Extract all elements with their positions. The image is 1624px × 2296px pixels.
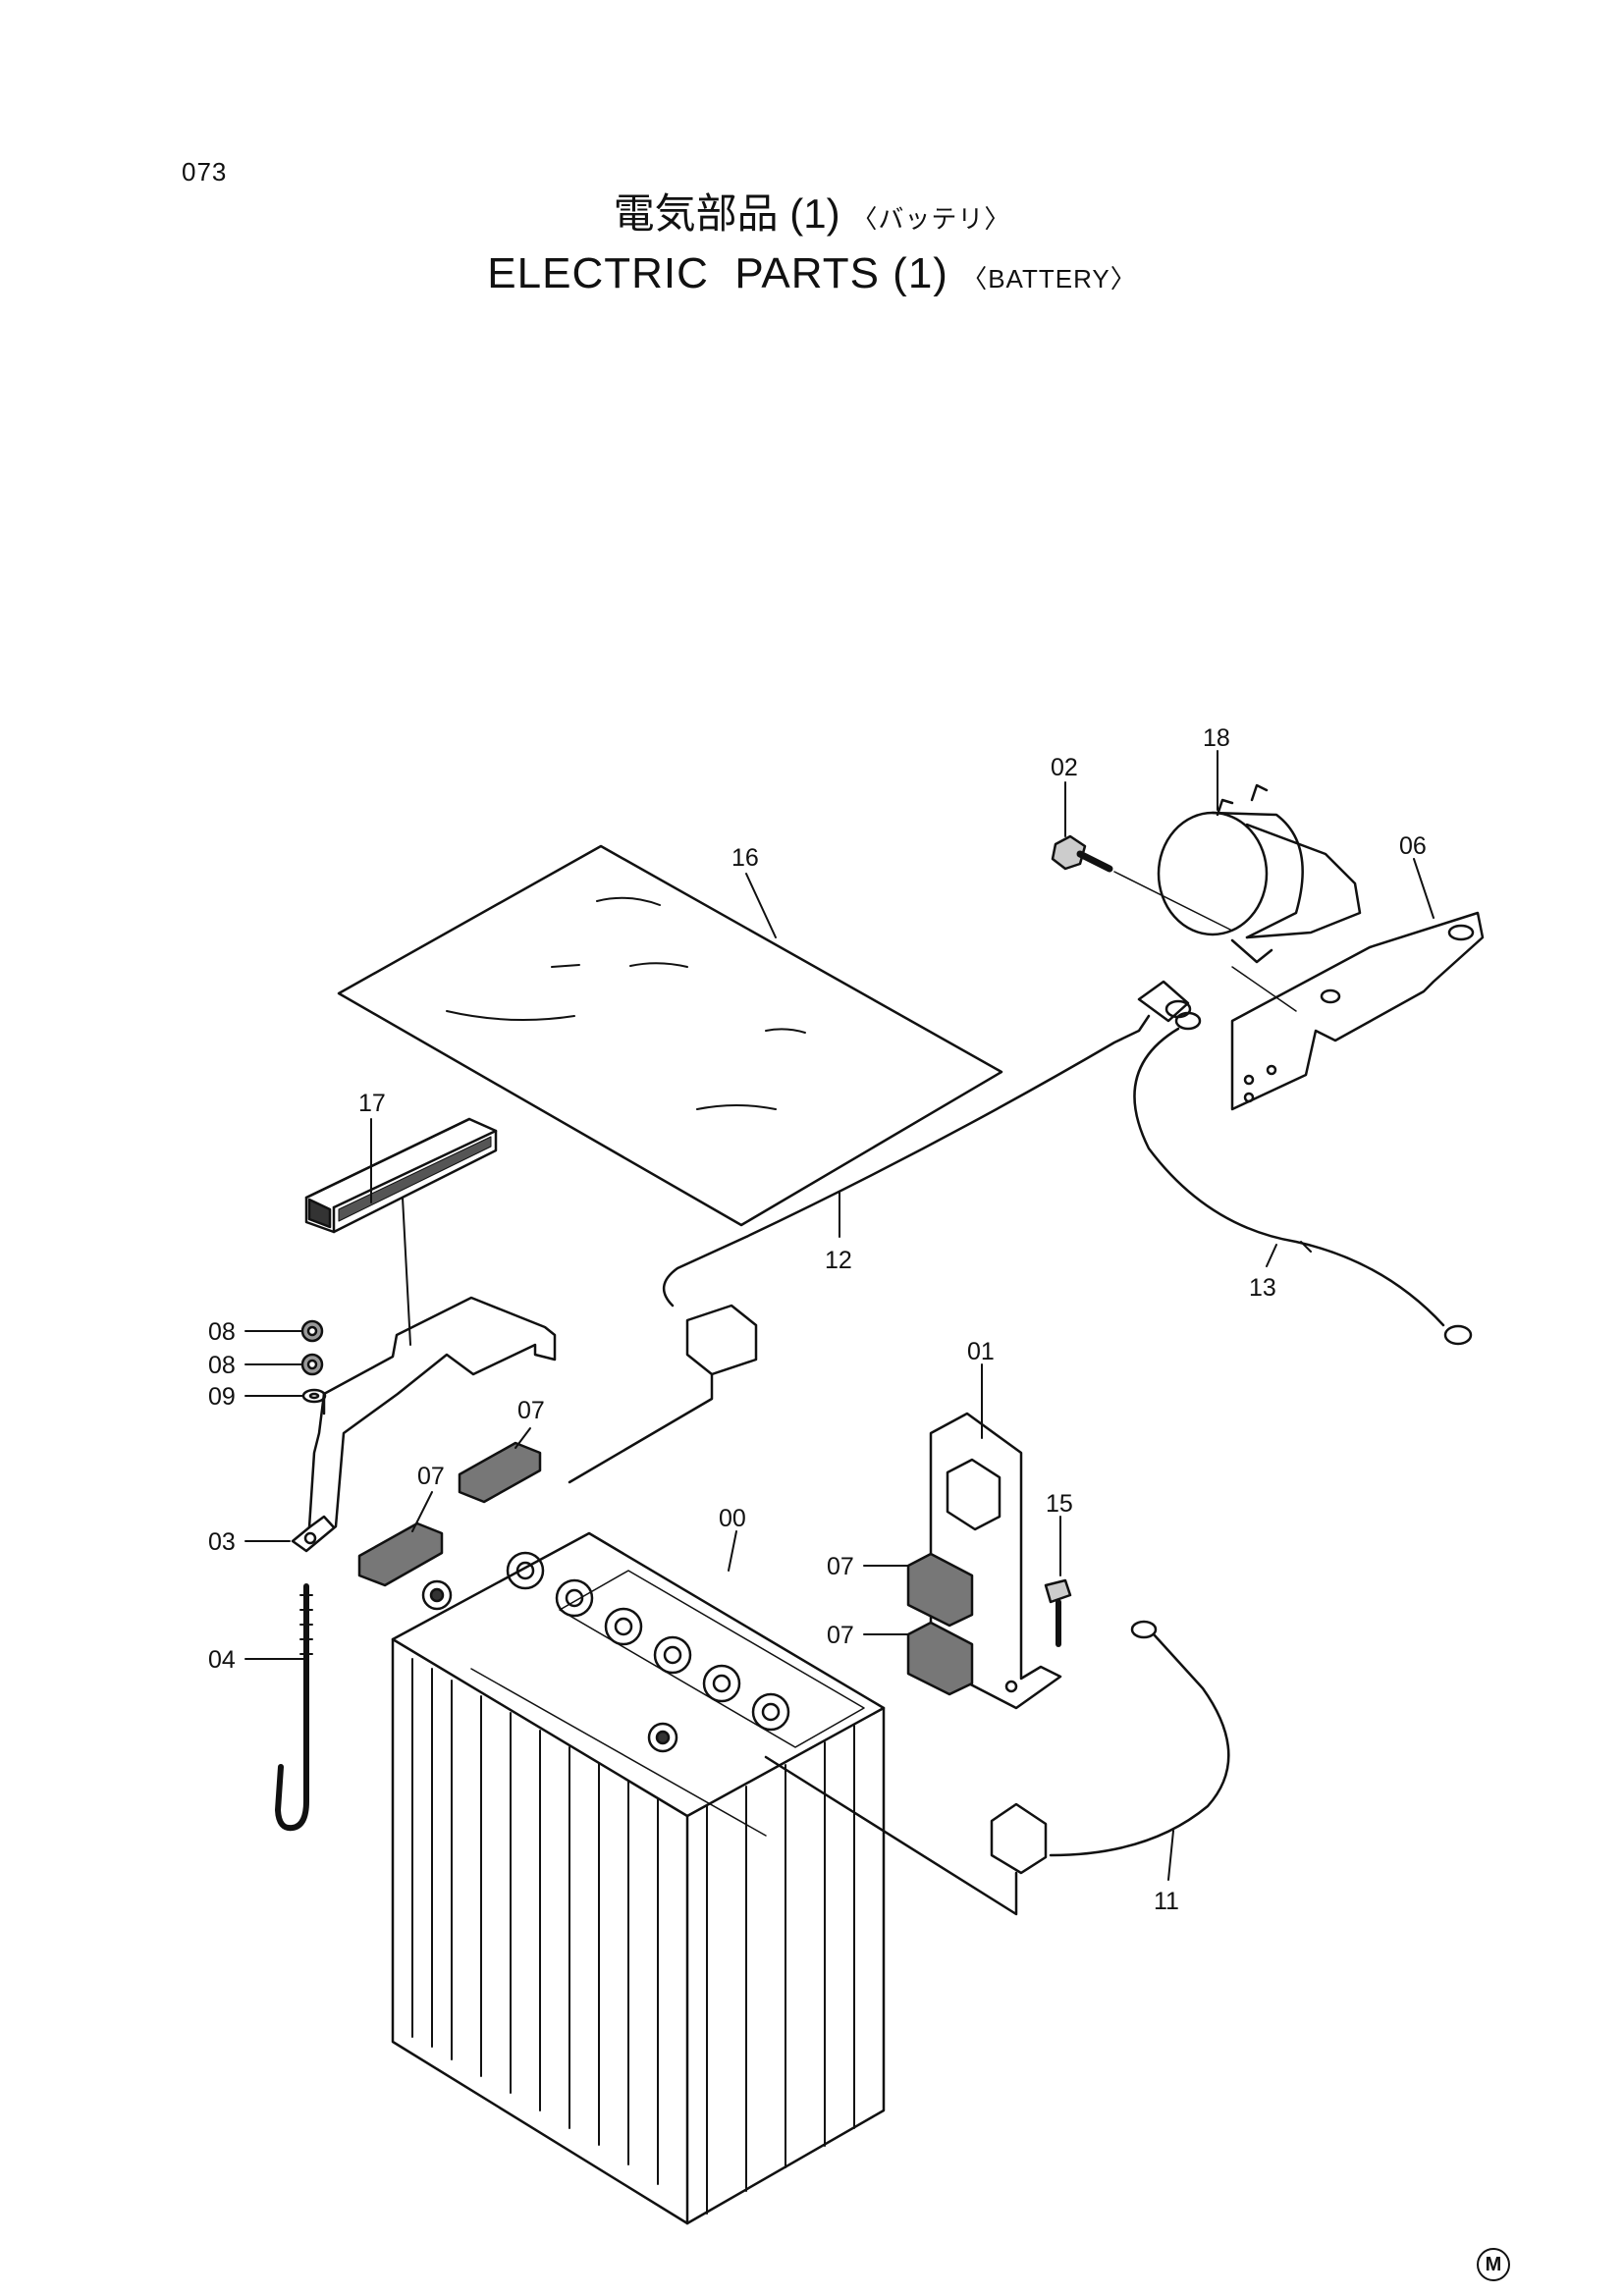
battery-part-00 <box>391 1531 886 2225</box>
callout-13: 13 <box>1249 1274 1276 1302</box>
j-bolt-part-04 <box>275 1583 313 1832</box>
callout-03: 03 <box>208 1528 236 1556</box>
callout-16: 16 <box>731 844 759 872</box>
title-en-sub: 〈BATTERY〉 <box>961 264 1137 294</box>
bolt-part-02 <box>1051 834 1233 932</box>
pad-part-07-b <box>458 1441 542 1504</box>
callout-07-a: 07 <box>517 1397 545 1424</box>
callout-02: 02 <box>1051 754 1078 781</box>
title-jp-main: 電気部品 (1) <box>613 190 840 237</box>
title-jp-sub: 〈バッテリ〉 <box>851 204 1011 234</box>
leader-lines <box>244 750 1435 1881</box>
title-english: ELECTRIC PARTS (1) 〈BATTERY〉 <box>0 246 1624 306</box>
pad-part-07-a <box>357 1522 444 1587</box>
callout-04: 04 <box>208 1646 236 1674</box>
mounting-bracket-part-06 <box>1230 911 1485 1111</box>
callout-17: 17 <box>358 1090 386 1117</box>
nut-part-08-b <box>300 1353 324 1376</box>
callout-11: 11 <box>1154 1888 1179 1915</box>
title-japanese: 電気部品 (1) 〈バッテリ〉 <box>0 187 1624 246</box>
callout-06: 06 <box>1399 832 1427 860</box>
callout-08-b: 08 <box>208 1352 236 1379</box>
manufacturer-mark: M <box>1477 2248 1510 2281</box>
callout-00: 00 <box>719 1505 746 1532</box>
page-number: 073 <box>182 157 228 187</box>
callout-01: 01 <box>967 1338 995 1365</box>
callout-09: 09 <box>208 1383 236 1411</box>
callout-labels: 18 02 06 16 17 12 13 08 08 09 07 07 03 0… <box>208 724 1427 1915</box>
title-block: 電気部品 (1) 〈バッテリ〉 ELECTRIC PARTS (1) 〈BATT… <box>0 187 1624 306</box>
cable-part-13 <box>1133 1011 1473 1346</box>
callout-18: 18 <box>1203 724 1230 752</box>
callout-15: 15 <box>1046 1490 1073 1518</box>
callout-12: 12 <box>825 1247 852 1274</box>
washer-part-09 <box>301 1388 327 1404</box>
pad-part-07-c <box>906 1552 974 1628</box>
battery-relay-part-18 <box>1157 783 1362 964</box>
title-en-main: ELECTRIC PARTS (1) <box>487 249 948 297</box>
seal-strip-part-17 <box>304 1117 498 1346</box>
bolt-part-15 <box>1044 1578 1072 1647</box>
callout-07-b: 07 <box>417 1463 445 1490</box>
cover-sheet-part-16 <box>337 844 1003 1227</box>
callout-08-a: 08 <box>208 1318 236 1346</box>
pad-part-07-d <box>906 1621 974 1696</box>
battery-hold-bracket-part-03 <box>291 1296 557 1553</box>
cable-part-12 <box>568 980 1192 1484</box>
nut-part-08-a <box>300 1319 324 1343</box>
cable-part-11 <box>764 1620 1230 1916</box>
callout-07-c: 07 <box>827 1553 854 1580</box>
callout-07-d: 07 <box>827 1622 854 1649</box>
